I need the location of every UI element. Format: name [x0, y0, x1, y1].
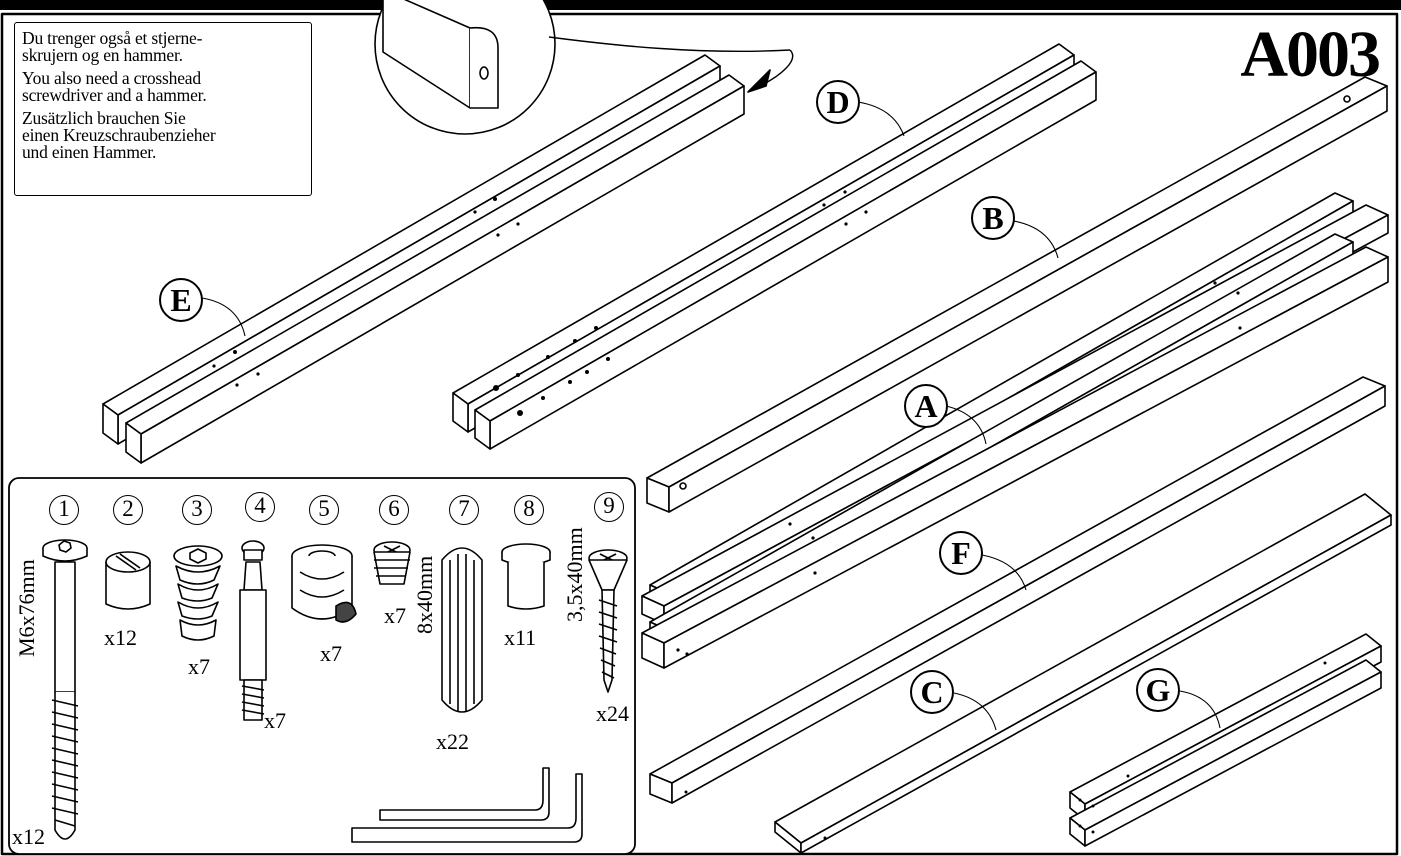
insert-nut-icon — [173, 545, 223, 641]
set-screw-icon — [373, 541, 411, 585]
part-d-rails — [452, 43, 1097, 450]
part-f-slat — [649, 376, 1386, 804]
part-label-f: F — [939, 531, 983, 575]
hardware-number-4: 4 — [245, 492, 275, 522]
hardware-qty-5: x7 — [320, 641, 342, 666]
hardware-number-2: 2 — [113, 495, 143, 525]
hardware-qty-4: x7 — [264, 708, 286, 733]
plug-icon — [501, 543, 551, 610]
hardware-panel — [8, 477, 636, 855]
cam-lock-icon — [291, 544, 357, 623]
hardware-number-3: 3 — [182, 495, 212, 525]
part-label-c: C — [910, 670, 954, 714]
hardware-number-9: 9 — [594, 492, 624, 522]
wood-dowel-icon — [441, 547, 483, 713]
hardware-number-7: 7 — [449, 495, 479, 525]
tools-note-norwegian: Du trenger også et stjerne- skrujern og … — [22, 28, 203, 65]
hardware-number-1: 1 — [49, 495, 79, 525]
hardware-spec-1: M6x76mm — [14, 559, 39, 657]
part-c-slat — [774, 493, 1392, 854]
sheet-code: A003 — [1240, 18, 1381, 91]
tools-note: Du trenger også et stjerne- skrujern og … — [14, 22, 312, 196]
hardware-qty-1: x12 — [12, 824, 45, 849]
cam-dowel-icon — [239, 540, 267, 721]
hardware-qty-9: x24 — [596, 701, 629, 726]
hardware-qty-8: x11 — [504, 625, 537, 650]
barrel-nut-icon — [105, 551, 151, 610]
allen-key-icon — [351, 767, 583, 843]
part-label-b: B — [971, 196, 1015, 240]
tools-note-english: You also need a crosshead screwdriver an… — [22, 68, 207, 105]
bolt-icon — [42, 539, 88, 840]
detail-magnifier — [374, 0, 794, 135]
hardware-spec-9: 3,5x40mm — [562, 527, 587, 622]
hardware-qty-2: x12 — [104, 625, 137, 650]
hardware-number-6: 6 — [379, 495, 409, 525]
part-g-bars — [1069, 633, 1382, 847]
hardware-number-5: 5 — [309, 495, 339, 525]
hardware-spec-7: 8x40mm — [412, 555, 437, 634]
part-label-g: G — [1136, 668, 1180, 712]
hardware-qty-7: x22 — [436, 729, 469, 754]
label-leaders — [201, 101, 1221, 731]
part-e-rails — [102, 54, 745, 464]
hardware-number-8: 8 — [514, 495, 544, 525]
hardware-qty-3: x7 — [188, 654, 210, 679]
part-label-e: E — [159, 278, 203, 322]
wood-screw-icon — [588, 549, 628, 693]
part-a-slats — [641, 192, 1389, 669]
part-b-slat — [646, 76, 1388, 513]
part-label-a: A — [904, 384, 948, 428]
tools-note-german: Zusätzlich brauchen Sie einen Kreuzschra… — [22, 108, 216, 162]
part-label-d: D — [816, 80, 860, 124]
hardware-qty-6: x7 — [384, 603, 406, 628]
